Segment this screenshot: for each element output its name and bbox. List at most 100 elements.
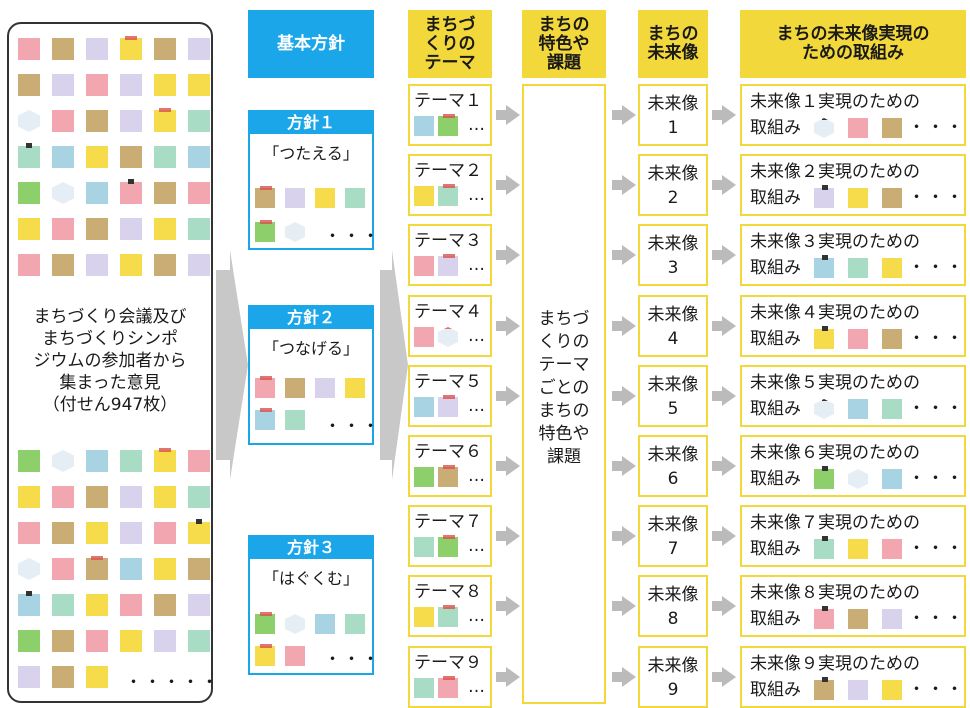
future-label: 未来像 [647, 445, 699, 465]
sticky-note-lavender [120, 218, 142, 240]
sticky-note-lightblue [414, 116, 434, 136]
sticky-note-tan [86, 556, 108, 580]
theme-label: テーマ８ [414, 582, 482, 602]
theme-label: テーマ５ [414, 372, 482, 392]
sticky-note-lavender [120, 486, 142, 508]
sticky-note-yellow [154, 486, 176, 508]
sticky-note-green [814, 466, 834, 489]
action-dots: ・・・ [908, 539, 965, 559]
sticky-note-tan [882, 118, 902, 138]
action-line1: 未来像４実現のための [750, 303, 920, 323]
big-arrow-left [216, 250, 248, 480]
sticky-note-yellow [882, 258, 902, 278]
sticky-note-yellow [120, 36, 142, 60]
sticky-note-pink [120, 594, 142, 616]
header-actions: まちの未来像実現の ための取組み [740, 10, 966, 78]
policy-title: 方針１ [250, 112, 372, 134]
future-number: 5 [667, 399, 679, 419]
sticky-note-mint [414, 678, 434, 698]
sticky-note-tan [188, 558, 210, 580]
theme-label: テーマ９ [414, 653, 482, 673]
sticky-note-yellow [18, 486, 40, 508]
theme-to-features-arrow-stem [496, 321, 506, 331]
sticky-note-yellow [120, 254, 142, 276]
sticky-note-green [438, 114, 458, 136]
future-to-actions-arrow-stem [712, 601, 722, 611]
action-box: 未来像６実現のための取組み・・・ [740, 435, 966, 497]
theme-to-features-arrow-stem [496, 672, 506, 682]
sticky-note-yellow [414, 607, 434, 627]
features-to-future-arrow [622, 667, 636, 687]
action-dots: ・・・ [908, 469, 965, 489]
sticky-note-mint [52, 594, 74, 616]
sticky-note-pink [86, 74, 108, 96]
sticky-note-mint [848, 258, 868, 278]
sticky-note-tan [52, 666, 74, 688]
big-arrow-right [380, 250, 408, 480]
sticky-note-mint [285, 410, 305, 430]
action-line2: 取組み [750, 258, 801, 278]
sticky-note-pink [18, 38, 40, 60]
sticky-note-white [18, 110, 40, 132]
future-to-actions-arrow [722, 245, 736, 265]
sticky-note-lightblue [52, 146, 74, 168]
header-theme: まちづ くりの テーマ [408, 10, 492, 78]
action-line1: 未来像９実現のための [750, 654, 920, 674]
features-to-future-arrow [622, 456, 636, 476]
sticky-note-white [814, 399, 834, 419]
sticky-note-lightblue [86, 450, 108, 472]
theme-to-features-arrow [506, 386, 520, 406]
opinions-panel [7, 22, 213, 703]
policy-dots: ・・・ [324, 417, 381, 437]
future-number: 3 [667, 258, 679, 278]
features-to-future-arrow-stem [612, 672, 622, 682]
sticky-note-lavender [882, 609, 902, 629]
sticky-note-pink [848, 329, 868, 349]
sticky-note-yellow [18, 218, 40, 240]
sticky-note-lavender [154, 630, 176, 652]
future-to-actions-arrow [722, 667, 736, 687]
sticky-note-mint [438, 184, 458, 206]
action-dots: ・・・ [908, 609, 965, 629]
sticky-note-tan [154, 182, 176, 204]
theme-label: テーマ３ [414, 231, 482, 251]
header-future: まちの 未来像 [638, 10, 708, 78]
theme-to-features-arrow-stem [496, 391, 506, 401]
sticky-note-lavender [120, 74, 142, 96]
sticky-note-yellow [154, 448, 176, 472]
features-to-future-arrow [622, 245, 636, 265]
sticky-note-pink [52, 486, 74, 508]
sticky-note-pink [814, 606, 834, 629]
policy-name: 「つたえる」 [263, 144, 359, 163]
sticky-note-white [814, 118, 834, 138]
future-label: 未来像 [647, 94, 699, 114]
features-to-future-arrow-stem [612, 531, 622, 541]
sticky-note-lightblue [315, 614, 335, 634]
sticky-note-mint [414, 537, 434, 557]
sticky-note-yellow [255, 644, 275, 666]
sticky-note-tan [86, 110, 108, 132]
sticky-note-tan [814, 677, 834, 700]
theme-ellipsis: … [468, 185, 485, 205]
features-box: まちづ くりの テーマ ごとの まちの 特色や 課題 [522, 84, 606, 704]
sticky-note-lavender [120, 522, 142, 544]
features-to-future-arrow [622, 526, 636, 546]
theme-to-features-arrow-stem [496, 601, 506, 611]
sticky-note-tan [52, 38, 74, 60]
features-to-future-arrow-stem [612, 601, 622, 611]
sticky-note-lavender [120, 110, 142, 132]
policy-dots: ・・・ [324, 227, 381, 247]
future-to-actions-arrow-stem [712, 110, 722, 120]
theme-to-features-arrow [506, 667, 520, 687]
theme-to-features-arrow-stem [496, 250, 506, 260]
future-label: 未来像 [647, 375, 699, 395]
sticky-note-pink [882, 539, 902, 559]
action-line1: 未来像３実現のための [750, 232, 920, 252]
sticky-note-green [414, 467, 434, 487]
sticky-note-yellow [154, 74, 176, 96]
features-text: まちづ くりの テーマ ごとの まちの 特色や 課題 [538, 309, 590, 467]
